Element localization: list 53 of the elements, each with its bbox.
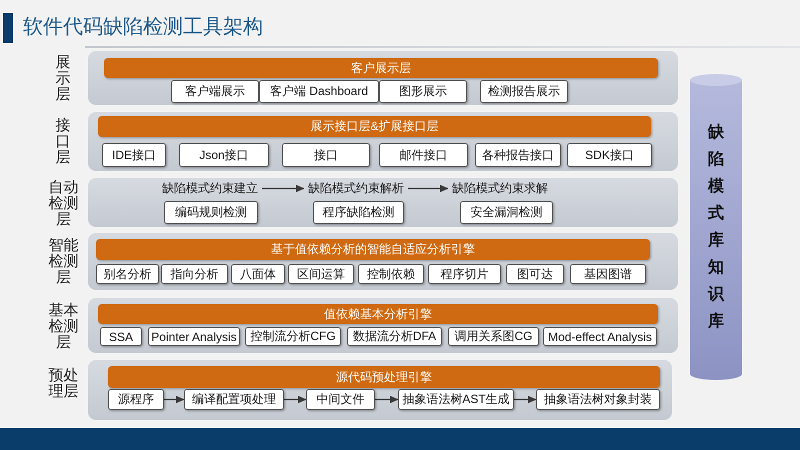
layer-label: 展示层 (54, 55, 72, 103)
module-box: 图形展示 (379, 80, 467, 103)
module-box: SDK接口 (567, 143, 652, 167)
arrow (408, 184, 448, 192)
arrow (375, 396, 398, 404)
header-bar: 源代码预处理引擎 (108, 366, 660, 388)
arrow (514, 396, 536, 404)
module-box: 安全漏洞检测 (460, 201, 553, 224)
arrow (284, 396, 306, 404)
module-box: 控制流分析CFG (245, 327, 341, 346)
header-bar: 值依赖基本分析引擎 (98, 304, 658, 324)
module-box: 控制依赖 (358, 264, 424, 284)
module-box: 编码规则检测 (164, 201, 258, 224)
module-box: 基因图谱 (570, 264, 646, 284)
module-box: 客户端 Dashboard (259, 80, 379, 103)
step-label: 缺陷模式约束求解 (448, 181, 552, 196)
module-box: 八面体 (231, 264, 285, 284)
module-box: 邮件接口 (379, 143, 468, 167)
header-bar: 基于值依赖分析的智能自适应分析引擎 (96, 239, 650, 260)
module-box: 数据流分析DFA (347, 327, 442, 346)
module-box: 图可达 (506, 264, 564, 284)
module-box: 客户端展示 (171, 80, 259, 103)
module-box: 别名分析 (96, 264, 159, 284)
module-box: 编译配置项处理 (184, 389, 284, 410)
layer-label: 基本检测层 (48, 303, 80, 351)
module-box: 源程序 (108, 389, 164, 410)
module-box: 程序切片 (428, 264, 501, 284)
module-box: SSA (100, 327, 142, 346)
module-box: 中间文件 (306, 389, 375, 410)
layer-label: 智能检测层 (48, 238, 80, 286)
layer-label: 自动检测层 (48, 180, 80, 228)
arrow (262, 184, 304, 192)
header-bar: 客户展示层 (104, 58, 658, 78)
module-box: Mod-effect Analysis (543, 327, 657, 346)
module-box: 调用关系图CG (448, 327, 539, 346)
layer-label: 预处理层 (48, 368, 80, 400)
module-box: 接口 (282, 143, 370, 167)
module-box: 各种报告接口 (475, 143, 561, 167)
module-box: 指向分析 (161, 264, 228, 284)
arrow (164, 396, 184, 404)
module-box: 区间运算 (288, 264, 354, 284)
module-box: 检测报告展示 (480, 80, 568, 103)
module-box: Pointer Analysis (148, 327, 240, 346)
header-bar: 展示接口层&扩展接口层 (98, 116, 651, 137)
module-box: 抽象语法树对象封装 (536, 389, 660, 410)
layer-label: 接口层 (54, 118, 72, 166)
step-label: 缺陷模式约束解析 (304, 181, 408, 196)
module-box: IDE接口 (102, 143, 166, 167)
module-box: 程序缺陷检测 (313, 201, 404, 224)
module-box: Json接口 (179, 143, 269, 167)
step-label: 缺陷模式约束建立 (158, 181, 262, 196)
title: 软件代码缺陷检测工具架构 (23, 15, 263, 39)
module-box: 抽象语法树AST生成 (398, 389, 514, 410)
